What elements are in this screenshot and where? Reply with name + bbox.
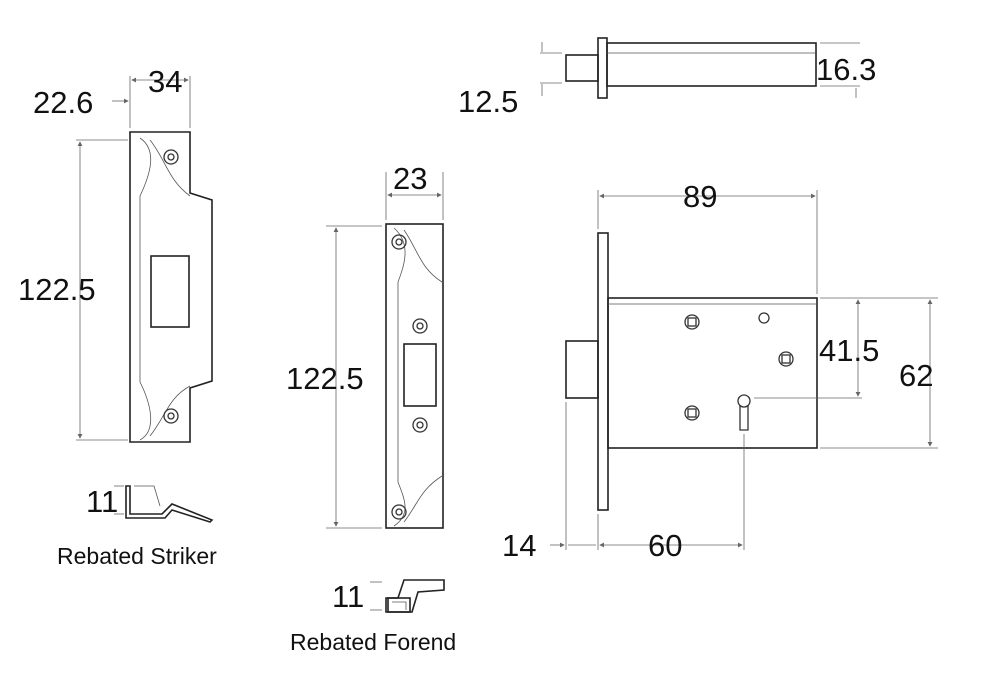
screw-hole-icon (412, 318, 428, 334)
bolt-side-view (565, 37, 817, 99)
striker-height-dim: 122.5 (18, 272, 96, 307)
lock-bolt (565, 340, 599, 399)
lock-height-dim: 62 (899, 358, 933, 393)
bolt-small-dim: 12.5 (458, 84, 518, 119)
forend-plate (385, 223, 444, 529)
forend-latch-slot (403, 343, 437, 407)
lock-screw-icon (684, 314, 700, 330)
striker-latch-slot (150, 255, 190, 328)
lock-case (565, 232, 818, 511)
forend-rebate-dim: 11 (332, 579, 364, 614)
screw-hole-icon (163, 408, 179, 424)
screw-hole-icon (163, 149, 179, 165)
striker-caption: Rebated Striker (57, 543, 217, 569)
screw-hole-icon (412, 417, 428, 433)
striker-rebate-dim: 11 (86, 484, 118, 519)
forend-rebate-profile (385, 579, 445, 613)
striker-rebate-profile (125, 485, 214, 523)
screw-hole-icon (391, 504, 407, 520)
forend-caption: Rebated Forend (290, 629, 456, 655)
forend-height-dim: 122.5 (286, 361, 364, 396)
bolt-large-dim: 16.3 (816, 52, 876, 87)
screw-hole-icon (391, 234, 407, 250)
lock-backset-dim: 60 (648, 528, 682, 563)
lock-width-dim: 89 (683, 179, 717, 214)
striker-plate (129, 131, 213, 443)
spindle-hole-icon (758, 312, 770, 324)
striker-width-dim: 34 (148, 64, 182, 99)
lock-screw-icon (684, 405, 700, 421)
striker-offset-dim: 22.6 (33, 85, 93, 120)
forend-width-dim: 23 (393, 161, 427, 196)
lock-bolt-throw-dim: 14 (502, 528, 536, 563)
lock-inner-height-dim: 41.5 (819, 333, 879, 368)
lock-screw-icon (778, 351, 794, 367)
keyhole-icon (737, 394, 751, 431)
